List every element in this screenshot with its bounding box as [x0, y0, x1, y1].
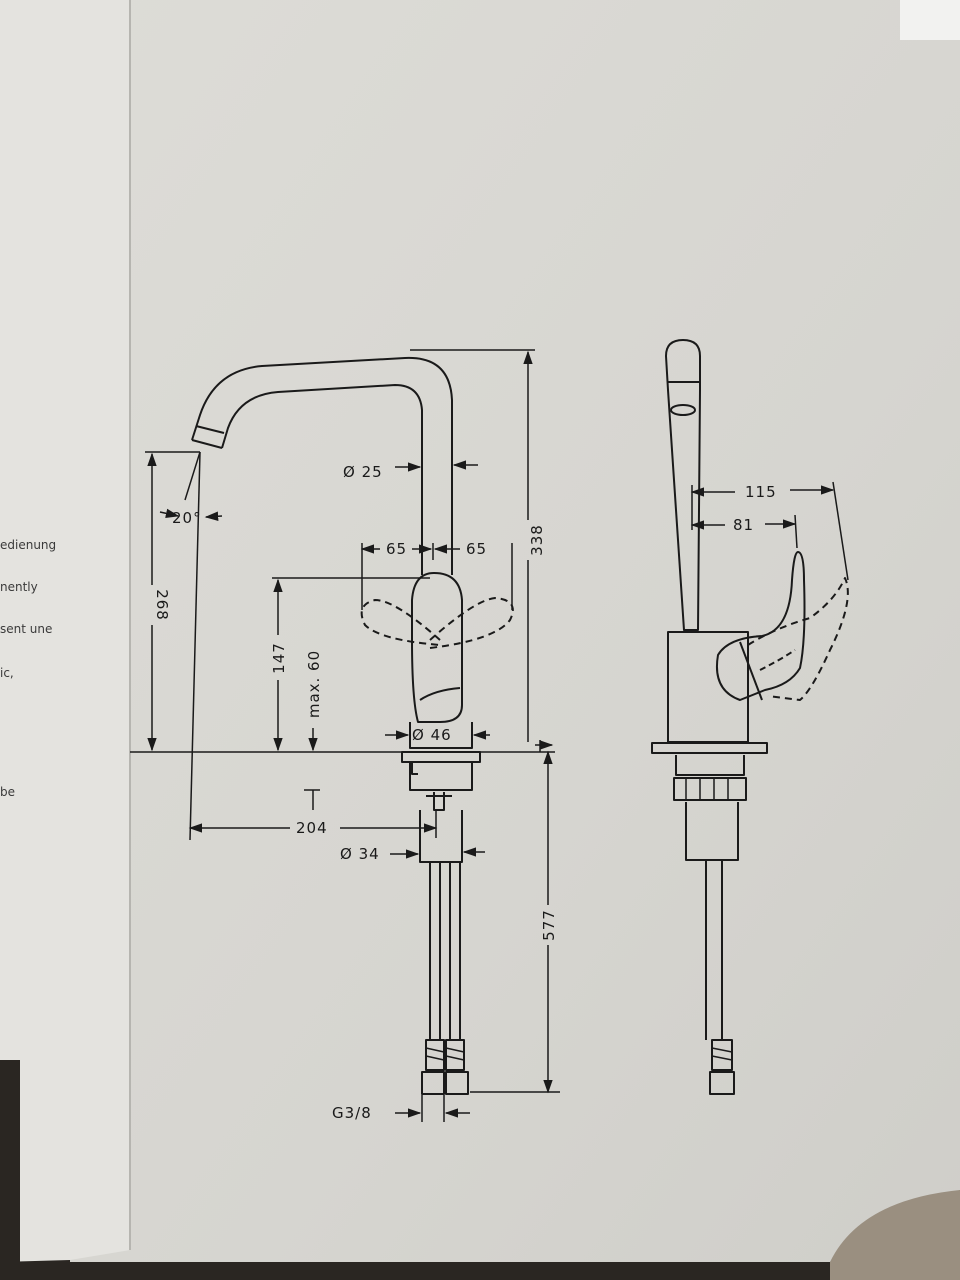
- side-view-drawing: [651, 339, 849, 1095]
- side-dimension-lines: [690, 481, 849, 581]
- flap-text-1: edienung: [0, 538, 57, 552]
- dim-diameter-46: Ø 46: [412, 726, 452, 744]
- front-dimension-lines: [130, 349, 560, 1122]
- handle-lever: [411, 572, 463, 723]
- dim-height-268: 268: [153, 589, 171, 621]
- hose-left: [429, 862, 441, 1040]
- dim-diameter-34: Ø 34: [340, 845, 380, 863]
- dim-height-147: 147: [270, 642, 288, 674]
- flap-text-5: be: [0, 785, 15, 799]
- dim-width-65-left: 65: [386, 540, 407, 558]
- side-spout: [665, 339, 701, 631]
- flap-text-2: nently: [0, 580, 38, 594]
- dim-max-60: max. 60: [305, 650, 323, 718]
- dim-thread-g38: G3/8: [332, 1104, 372, 1122]
- side-base-plate: [651, 742, 768, 754]
- side-lever-swing: [747, 577, 849, 701]
- dim-width-65-right: 65: [466, 540, 487, 558]
- flap-text-4: ic,: [0, 666, 14, 680]
- white-corner: [900, 0, 960, 40]
- dim-width-204: 204: [296, 819, 328, 837]
- dim-side-width-115: 115: [745, 483, 777, 501]
- side-hose: [705, 860, 723, 1040]
- dim-angle-20: 20°: [172, 509, 202, 527]
- dim-height-338: 338: [528, 524, 546, 556]
- hose-right: [449, 862, 461, 1040]
- spout: [191, 356, 453, 575]
- body: [409, 722, 473, 749]
- left-flap: [0, 0, 130, 1262]
- paper-sheet: [70, 0, 960, 1262]
- dim-height-577: 577: [540, 909, 558, 941]
- side-shank: [685, 802, 739, 861]
- dim-diameter-25: Ø 25: [343, 463, 383, 481]
- flap-text-3: sent une: [0, 622, 53, 636]
- torn-corner: [830, 1190, 960, 1280]
- dim-side-width-81: 81: [733, 516, 754, 534]
